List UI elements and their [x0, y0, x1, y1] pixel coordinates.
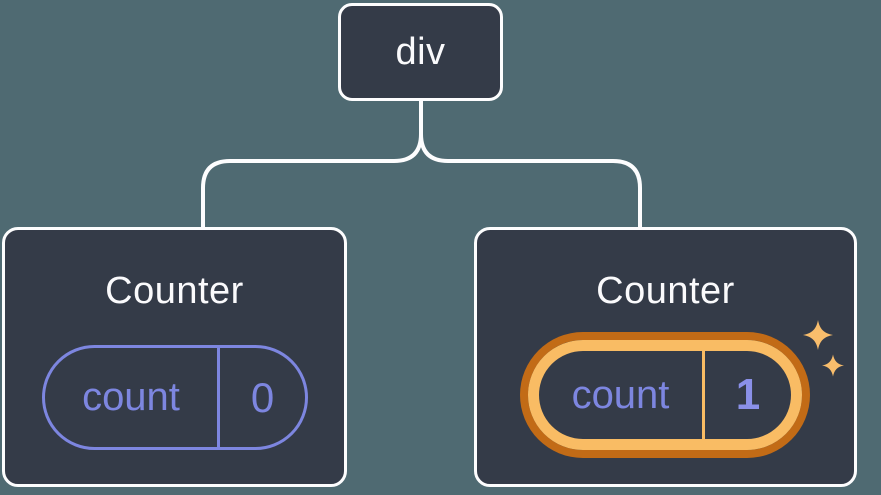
root-node-div: div [338, 3, 503, 101]
root-node-label: div [395, 30, 446, 73]
sparkle-small-icon [822, 354, 844, 377]
state-pill-count-1-highlighted: count 1 [528, 340, 802, 450]
counter-title: Counter [596, 270, 735, 312]
counter-card-right: Counter count 1 [474, 227, 857, 487]
sparkle-icon [803, 320, 844, 377]
state-pill-value: 0 [250, 373, 275, 421]
counter-card-left: Counter count 0 [2, 227, 347, 487]
sparkle-large-icon [803, 320, 833, 350]
state-pill-count-0: count 0 [42, 345, 308, 450]
connector-right-branch [419, 98, 642, 232]
state-pill-key: count [539, 351, 705, 439]
state-pill-value: 1 [735, 370, 761, 419]
connector-left-branch [201, 98, 423, 232]
state-pill-key: count [45, 348, 220, 447]
counter-title: Counter [105, 270, 244, 312]
